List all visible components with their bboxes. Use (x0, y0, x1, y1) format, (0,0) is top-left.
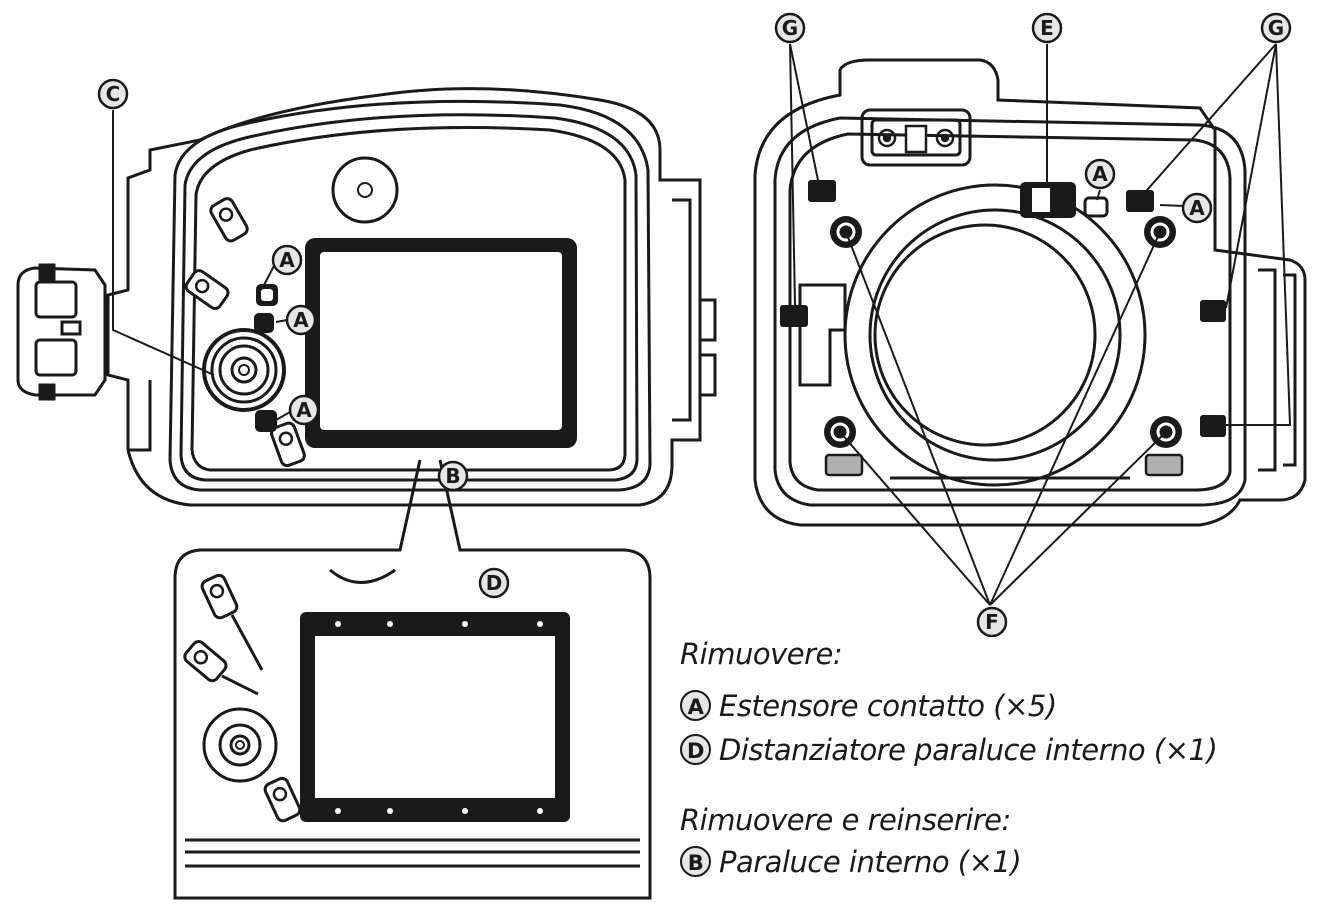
callout-e: E (1031, 12, 1063, 44)
svg-text:A: A (293, 308, 309, 332)
svg-text:G: G (1268, 16, 1284, 40)
callout-f: F (976, 606, 1008, 638)
legend-remove-heading: Rimuovere: (680, 637, 843, 671)
screws-f (824, 216, 1182, 448)
callout-a-3: A (288, 394, 320, 426)
svg-text:A: A (279, 248, 295, 272)
svg-text:C: C (106, 82, 121, 106)
svg-text:F: F (985, 610, 999, 634)
callout-b: B (437, 460, 469, 492)
callout-g-right: G (1260, 12, 1292, 44)
callout-a-5: A (1181, 192, 1213, 224)
housing-door (106, 87, 717, 507)
door-latch-c (16, 263, 107, 401)
svg-text:G: G (782, 16, 798, 40)
callout-a-2: A (285, 304, 317, 336)
legend-reinsert-heading: Rimuovere e reinserire: (680, 803, 1011, 837)
badge-a: A (680, 689, 711, 721)
svg-text:A: A (1189, 196, 1205, 220)
callout-g-left: G (774, 12, 806, 44)
viewfinder-screws (877, 124, 955, 154)
part-e (1020, 182, 1109, 218)
clips-g (780, 180, 1226, 437)
control-dial (202, 328, 286, 412)
housing-body (753, 58, 1307, 527)
legend-text-b: Paraluce interno (×1) (719, 845, 1022, 879)
svg-text:D: D (486, 571, 503, 595)
inner-shade-b (305, 238, 577, 448)
callout-d: D (478, 567, 510, 599)
inset-clips (180, 571, 304, 825)
body-bottom-tabs (824, 453, 1184, 477)
legend-text-d: Distanziatore paraluce interno (×1) (719, 733, 1218, 767)
callout-a-4: A (1084, 158, 1116, 190)
legend-text-a: Estensore contatto (×5) (719, 689, 1057, 723)
callout-c: C (97, 78, 129, 110)
svg-text:B: B (445, 464, 460, 488)
inset-dial (202, 707, 278, 783)
badge-d: D (680, 733, 711, 765)
leader-lines (112, 43, 1292, 606)
badge-b: B (680, 845, 711, 877)
inset-callout (173, 459, 652, 900)
inset-spacer-d (300, 612, 570, 822)
callout-a-1: A (271, 244, 303, 276)
svg-text:E: E (1040, 16, 1054, 40)
contact-extenders (182, 194, 308, 469)
svg-text:A: A (1092, 162, 1108, 186)
door-dial (331, 156, 399, 224)
svg-text:A: A (296, 398, 312, 422)
callout-labels: C A A A B D G E (97, 12, 1292, 638)
